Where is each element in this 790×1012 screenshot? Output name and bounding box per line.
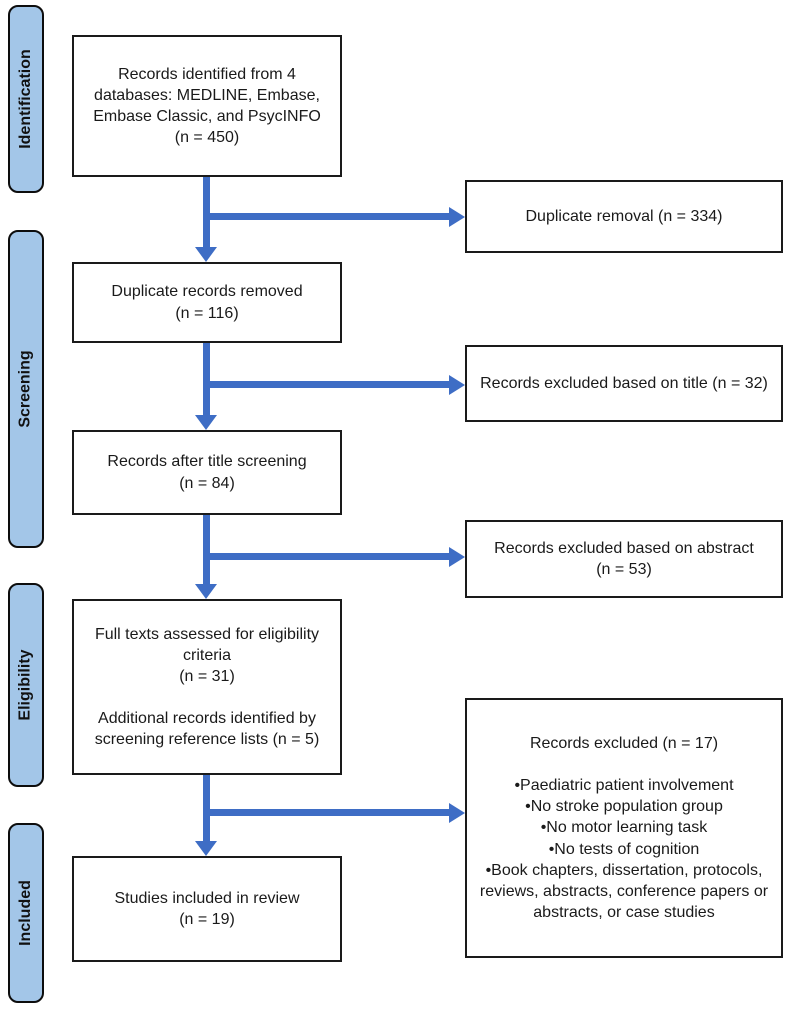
stage-bar-included: Included bbox=[8, 823, 44, 1003]
box-duplicates-removed: Duplicate records removed (n = 116) bbox=[72, 262, 342, 343]
stage-bar-screening: Screening bbox=[8, 230, 44, 548]
box-records-identified: Records identified from 4 databases: MED… bbox=[72, 35, 342, 177]
arrow-down-4-line bbox=[203, 775, 210, 841]
box-duplicate-removal: Duplicate removal (n = 334) bbox=[465, 180, 783, 253]
arrow-right-4-line bbox=[207, 809, 449, 816]
arrow-right-2-head-icon bbox=[449, 375, 465, 395]
box-studies-included: Studies included in review (n = 19) bbox=[72, 856, 342, 962]
arrow-right-3-line bbox=[207, 553, 449, 560]
arrow-down-1-head-icon bbox=[195, 247, 217, 262]
arrow-right-1-head-icon bbox=[449, 207, 465, 227]
stage-bar-identification: Identification bbox=[8, 5, 44, 193]
arrow-down-3-line bbox=[203, 515, 210, 584]
arrow-right-3-head-icon bbox=[449, 547, 465, 567]
arrow-down-3-head-icon bbox=[195, 584, 217, 599]
box-excluded-title: Records excluded based on title (n = 32) bbox=[465, 345, 783, 422]
arrow-down-4-head-icon bbox=[195, 841, 217, 856]
arrow-down-2-head-icon bbox=[195, 415, 217, 430]
stage-label-included: Included bbox=[17, 880, 34, 946]
stage-label-identification: Identification bbox=[17, 49, 34, 149]
box-excluded-fulltext: Records excluded (n = 17) •Paediatric pa… bbox=[465, 698, 783, 958]
stage-bar-eligibility: Eligibility bbox=[8, 583, 44, 787]
arrow-right-2-line bbox=[207, 381, 449, 388]
stage-label-screening: Screening bbox=[17, 350, 35, 428]
box-full-texts-assessed: Full texts assessed for eligibility crit… bbox=[72, 599, 342, 775]
arrow-right-4-head-icon bbox=[449, 803, 465, 823]
arrow-right-1-line bbox=[207, 213, 449, 220]
arrow-down-2-line bbox=[203, 343, 210, 415]
box-after-title-screening: Records after title screening (n = 84) bbox=[72, 430, 342, 515]
arrow-down-1-line bbox=[203, 177, 210, 247]
box-excluded-abstract: Records excluded based on abstract (n = … bbox=[465, 520, 783, 598]
stage-label-eligibility: Eligibility bbox=[17, 649, 34, 721]
